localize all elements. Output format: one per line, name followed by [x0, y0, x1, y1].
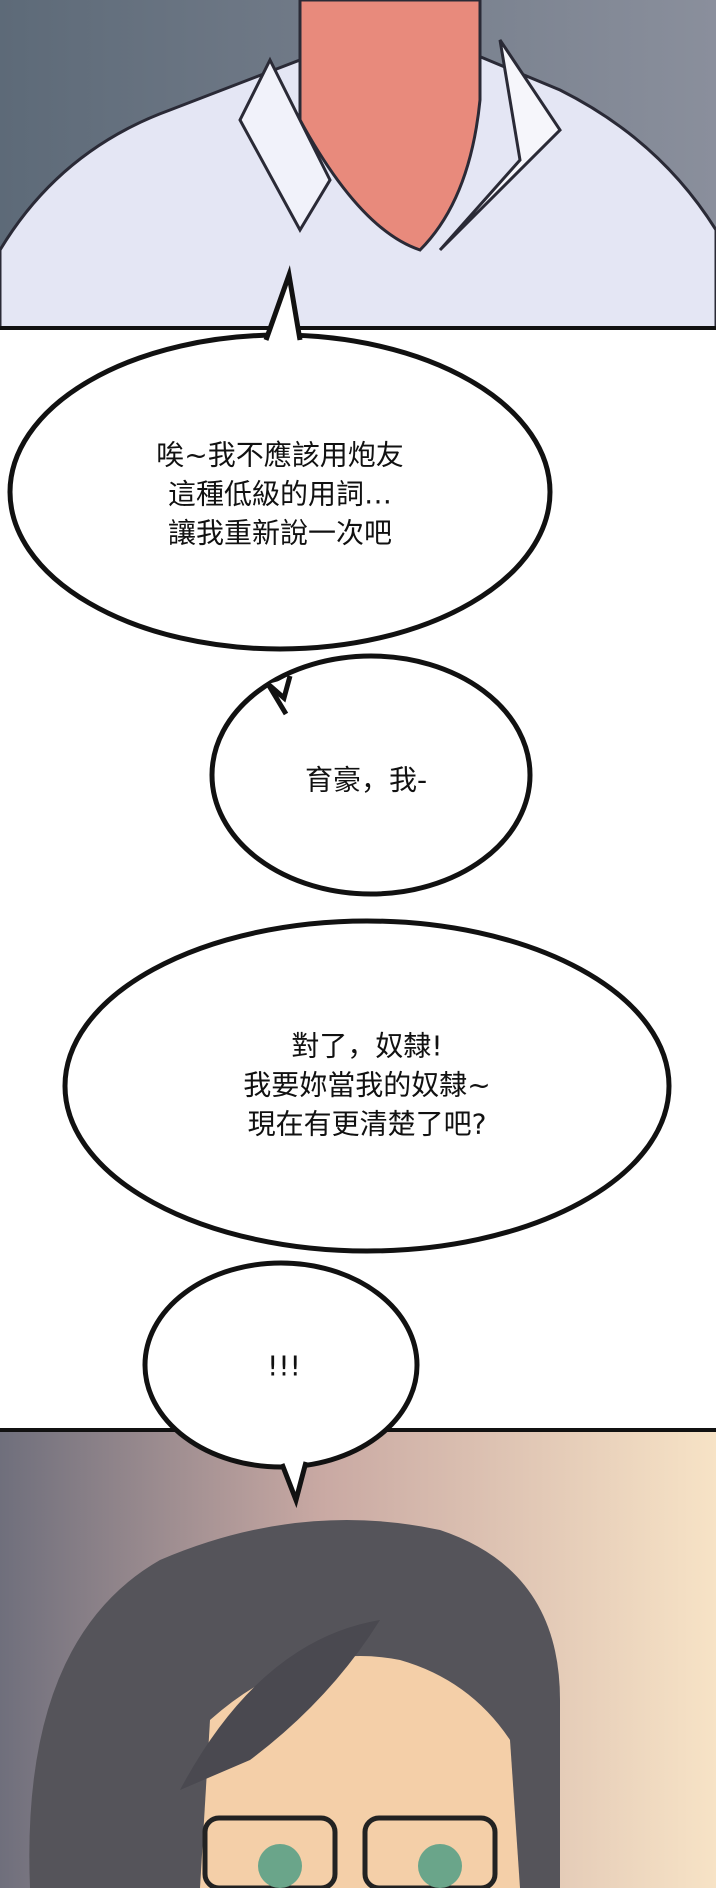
dialogue-line: 這種低級的用詞…: [167, 477, 392, 511]
speech-bubble-1: [7, 265, 553, 652]
speech-bubble-4: [142, 1260, 420, 1509]
dialogue-line: 讓我重新說一次吧: [167, 516, 392, 550]
dialogue-line: 我要妳當我的奴隸~: [243, 1068, 491, 1102]
dialogue-line: 對了，奴隸!: [291, 1029, 443, 1063]
bubble-2-text: 育豪，我-: [305, 761, 427, 800]
bubble-3-text: 對了，奴隸! 我要妳當我的奴隸~ 現在有更清楚了吧?: [243, 1027, 490, 1144]
bubble-4-text: !!!: [267, 1347, 301, 1386]
speech-bubble-3: [62, 918, 672, 1254]
dialogue-line: 唉~我不應該用炮友: [156, 438, 404, 472]
bottom-panel: [0, 1428, 716, 1888]
dialogue-line: 現在有更清楚了吧?: [247, 1107, 487, 1141]
top-panel: [0, 0, 716, 330]
dialogue-line: !!!: [267, 1349, 301, 1383]
bubble-1-text: 唉~我不應該用炮友 這種低級的用詞… 讓我重新說一次吧: [156, 436, 403, 553]
dialogue-line: 育豪，我-: [304, 763, 428, 797]
speech-bubble-2: [209, 653, 533, 897]
